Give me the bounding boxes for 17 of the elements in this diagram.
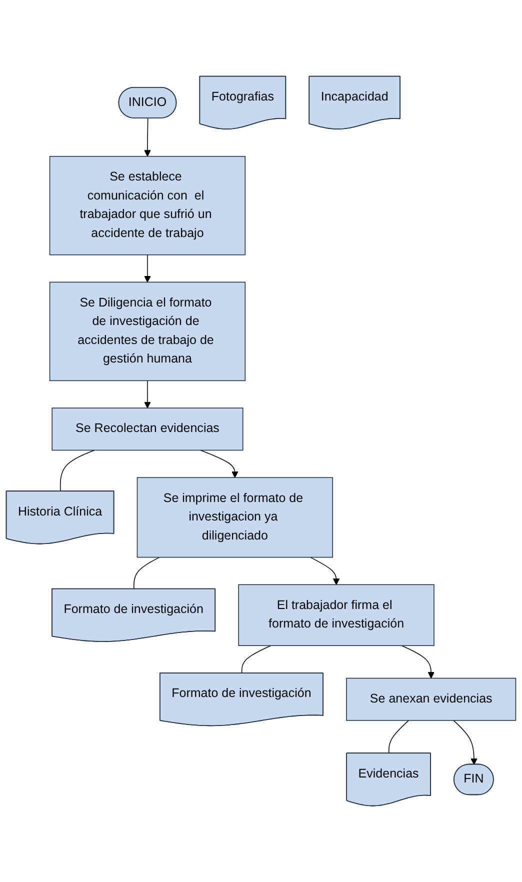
node-box: Se Diligencia el formato de investigación de accidentes de trabajo de gestión humana xyxy=(49,282,246,382)
arrow xyxy=(310,556,340,585)
arrow xyxy=(144,254,151,282)
arrow xyxy=(144,380,151,408)
connector xyxy=(241,645,272,674)
arrow xyxy=(144,118,151,157)
node-box: Se imprime el formato de investigacion ya diligenciado xyxy=(136,477,334,558)
node-box: El trabajador firma el formato de investigación xyxy=(238,584,434,646)
connector xyxy=(60,450,95,492)
arrow xyxy=(200,450,238,478)
arrow xyxy=(401,645,435,678)
arrow xyxy=(453,720,478,765)
node-box: Se Recolectan evidencias xyxy=(52,408,244,451)
connector xyxy=(134,556,160,590)
node-box: Se anexan evidencias xyxy=(346,678,516,721)
connector xyxy=(388,720,410,754)
node-box: Se establece comunicación con el trabajador que sufrió un accidente de trabajo xyxy=(49,156,246,256)
